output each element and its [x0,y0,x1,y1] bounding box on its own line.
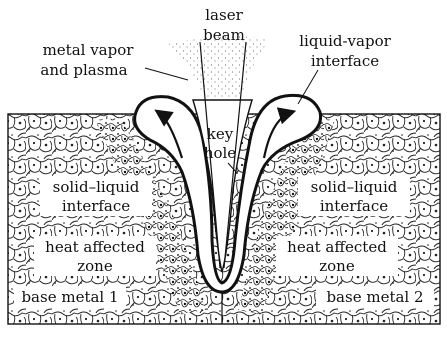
haz-right-label-line2: zone [319,257,355,275]
metal-vapor-label-line2: and plasma [40,61,127,79]
laser-beam-label-line2: beam [203,26,245,44]
haz-left-label-line2: zone [77,257,113,275]
base-metal-2-label: base metal 2 [326,288,423,306]
leader-metal-vapor [145,68,188,80]
metal-vapor-label-line1: metal vapor [43,41,135,59]
solid-liquid-right-label-line1: solid–liquid [311,178,398,196]
key-hole-label-line1: key [207,125,234,143]
solid-liquid-left-label-line1: solid–liquid [53,178,140,196]
haz-left-label-line1: heat affected [45,238,145,256]
haz-right-label-line1: heat affected [287,238,387,256]
liquid-vapor-label-line1: liquid-vapor [299,32,391,50]
laser-beam-label-line1: laser [205,6,243,24]
solid-liquid-right-label-line2: interface [320,197,388,215]
vapor-plume [165,36,270,100]
liquid-vapor-label-line2: interface [311,52,379,70]
base-metal-1-label: base metal 1 [21,288,118,306]
key-hole-label-line2: hole [204,144,236,162]
solid-liquid-left-label-line2: interface [62,197,130,215]
